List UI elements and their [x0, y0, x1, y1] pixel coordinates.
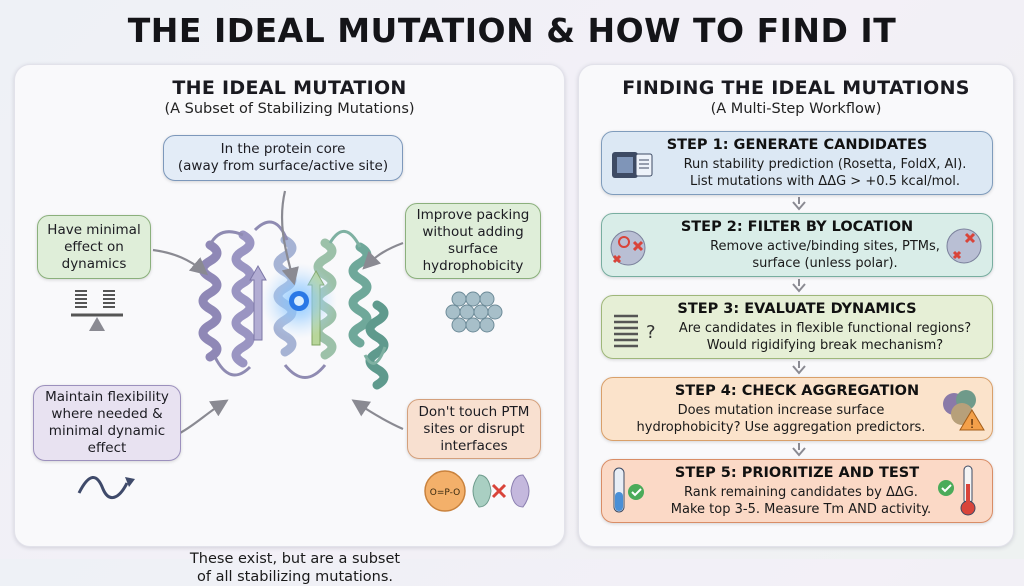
flexibility-bubble-line-4: effect	[87, 440, 127, 456]
main-title: THE IDEAL MUTATION & HOW TO FIND IT	[127, 11, 897, 50]
packing-bubble-line-3: surface	[448, 241, 498, 257]
flexible-wave-icon	[77, 476, 135, 499]
step-description-line: Does mutation increase surface	[677, 403, 885, 418]
ptm-bubble-line-3: interfaces	[440, 437, 508, 454]
step-down-arrow	[792, 361, 806, 375]
phosphate-interface-icon: O=P-O	[424, 470, 530, 512]
workflow-step-4: STEP 4: CHECK AGGREGATION Does mutation i…	[601, 377, 993, 441]
step-down-arrow	[792, 197, 806, 211]
step-description-line: Remove active/binding sites, PTMs,	[710, 239, 940, 254]
ptm-bubble: Don't touch PTM sites or disrupt interfa…	[407, 399, 541, 459]
dynamics-bubble-line-3: dynamics	[61, 255, 127, 272]
step-title: STEP 4: CHECK AGGREGATION	[674, 383, 920, 399]
packing-bubble: Improve packing without adding surface h…	[405, 203, 541, 279]
protein-structure-illustration	[152, 190, 404, 434]
step-down-arrow	[792, 443, 806, 457]
core-location-bubble: In the protein core (away from surface/a…	[163, 135, 403, 181]
ptm-bubble-line-2: sites or disrupt	[423, 420, 525, 437]
step-description-line: surface (unless polar).	[752, 256, 898, 271]
flexibility-bubble-line-2: where needed &	[51, 406, 163, 422]
footnote-line-1: These exist, but are a subset	[189, 551, 401, 567]
phosphate-label: O=P-O	[430, 488, 460, 498]
workflow-panel: FINDING THE IDEAL MUTATIONS (A Multi-Ste…	[578, 64, 1014, 547]
packing-bubble-line-1: Improve packing	[416, 207, 530, 223]
step-description-line: hydrophobicity? Use aggregation predicto…	[636, 420, 926, 435]
workflow-step-5: STEP 5: PRIORITIZE AND TEST Rank remainin…	[601, 459, 993, 523]
subset-footnote: These exist, but are a subset of all sta…	[170, 550, 420, 586]
left-panel-title: THE IDEAL MUTATION	[172, 77, 407, 99]
step-description-line: Would rigidifying break mechanism?	[706, 338, 944, 353]
chip-document-icon	[612, 152, 653, 178]
packing-bubble-line-4: hydrophobicity	[422, 258, 524, 274]
packing-bubble-line-2: without adding	[422, 224, 524, 240]
left-panel-subtitle: (A Subset of Stabilizing Mutations)	[164, 101, 415, 117]
surface-removed-icon	[946, 228, 982, 264]
step-description-line: Are candidates in flexible functional re…	[678, 321, 972, 336]
flexibility-bubble-line-3: minimal dynamic	[48, 423, 166, 439]
flexibility-bubble: Maintain flexibility where needed & mini…	[33, 385, 181, 461]
workflow-step-3: STEP 3: EVALUATE DYNAMICS Are candidates …	[601, 295, 993, 359]
spring-question-icon: ?	[614, 314, 656, 348]
step-title: STEP 2: FILTER BY LOCATION	[680, 219, 914, 235]
packed-spheres-icon	[445, 291, 503, 333]
core-bubble-line-2: (away from surface/active site)	[177, 158, 389, 174]
step-title: STEP 1: GENERATE CANDIDATES	[666, 137, 928, 153]
dynamics-bubble: Have minimal effect on dynamics	[37, 215, 151, 279]
aggregation-warning-icon: !	[943, 390, 985, 431]
step-description-line: List mutations with ΔΔG > +0.5 kcal/mol.	[689, 174, 961, 189]
step-description-line: Make top 3-5. Measure Tm AND activity.	[670, 502, 932, 517]
mutation-filter-icon	[610, 230, 646, 266]
test-tube-check-icon	[613, 467, 644, 513]
step-description-line: Rank remaining candidates by ΔΔG.	[684, 485, 918, 500]
step-description-line: Run stability prediction (Rosetta, FoldX…	[683, 157, 967, 172]
svg-text:!: !	[970, 417, 975, 431]
svg-text:?: ?	[646, 322, 656, 343]
step-title: STEP 3: EVALUATE DYNAMICS	[677, 301, 917, 317]
footnote-line-2: of all stabilizing mutations.	[196, 569, 394, 585]
thermometer-check-icon	[938, 465, 976, 516]
ptm-bubble-line-1: Don't touch PTM	[418, 403, 530, 420]
flexibility-bubble-line-1: Maintain flexibility	[45, 389, 169, 405]
ideal-mutation-panel: THE IDEAL MUTATION (A Subset of Stabiliz…	[14, 64, 565, 585]
right-panel-subtitle: (A Multi-Step Workflow)	[710, 101, 882, 117]
step-title: STEP 5: PRIORITIZE AND TEST	[674, 465, 920, 481]
workflow-step-1: STEP 1: GENERATE CANDIDATES Run stability…	[601, 131, 993, 195]
springs-balance-icon	[71, 290, 123, 331]
core-bubble-line-1: In the protein core	[220, 141, 346, 157]
right-panel-title: FINDING THE IDEAL MUTATIONS	[622, 77, 970, 99]
workflow-step-2: STEP 2: FILTER BY LOCATION Remove active/…	[601, 213, 993, 277]
dynamics-bubble-line-2: effect on	[64, 238, 124, 255]
step-down-arrow	[792, 279, 806, 293]
dynamics-bubble-line-1: Have minimal	[47, 221, 141, 238]
